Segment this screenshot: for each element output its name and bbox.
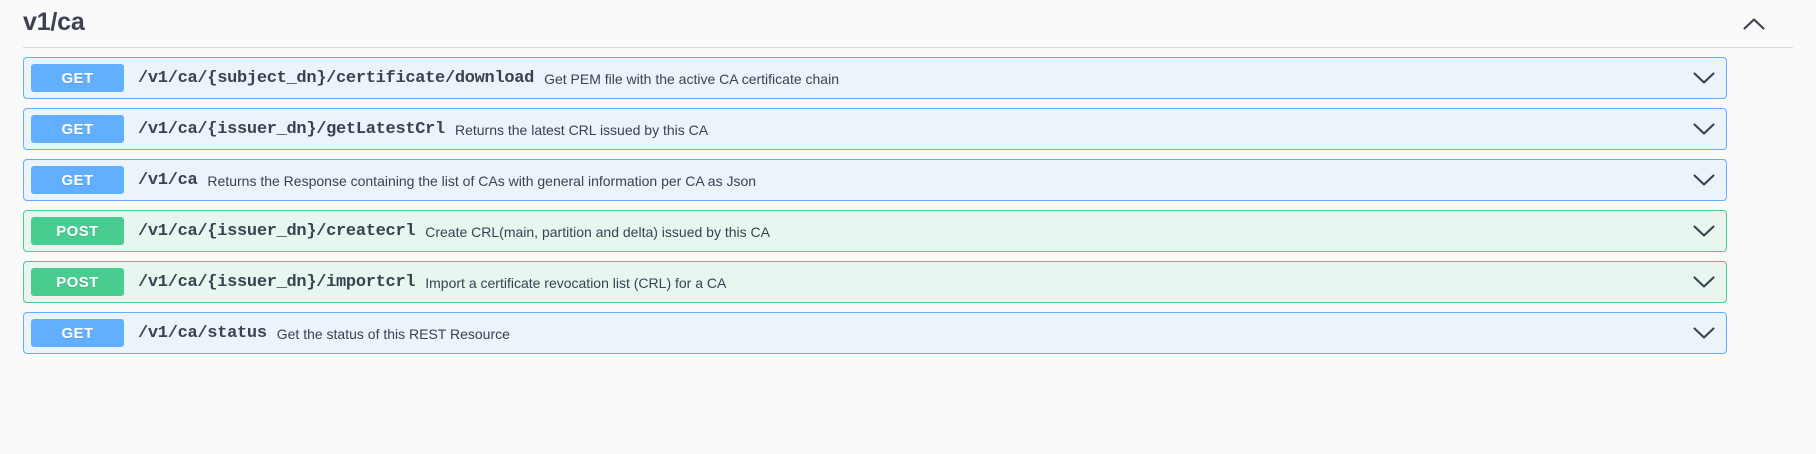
operation-row-get-5[interactable]: GET /v1/ca/status Get the status of this…	[23, 312, 1727, 354]
chevron-down-icon[interactable]	[1692, 66, 1716, 90]
operation-path: /v1/ca/status	[138, 323, 267, 343]
http-method-badge: GET	[31, 319, 124, 347]
chevron-down-icon[interactable]	[1692, 168, 1716, 192]
http-method-badge: GET	[31, 166, 124, 194]
operation-path: /v1/ca/{subject_dn}/certificate/download	[138, 68, 535, 88]
operation-summary: Create CRL(main, partition and delta) is…	[425, 224, 770, 240]
http-method-badge: GET	[31, 115, 124, 143]
operation-path: /v1/ca/{issuer_dn}/getLatestCrl	[138, 119, 445, 139]
chevron-down-icon[interactable]	[1692, 321, 1716, 345]
chevron-up-icon[interactable]	[1741, 11, 1767, 37]
operation-summary: Returns the latest CRL issued by this CA	[454, 122, 709, 138]
operation-row-get-1[interactable]: GET /v1/ca/{issuer_dn}/getLatestCrl Retu…	[23, 108, 1727, 150]
operation-row-get-2[interactable]: GET /v1/ca Returns the Response containi…	[23, 159, 1727, 201]
chevron-down-icon[interactable]	[1692, 270, 1716, 294]
operation-summary: Get the status of this REST Resource	[276, 326, 510, 342]
operation-summary: Returns the Response containing the list…	[207, 173, 757, 189]
operation-path: /v1/ca/{issuer_dn}/importcrl	[138, 272, 416, 292]
operation-row-post-4[interactable]: POST /v1/ca/{issuer_dn}/importcrl Import…	[23, 261, 1727, 303]
operation-path: /v1/ca/{issuer_dn}/createcrl	[138, 221, 416, 241]
operation-summary: Get PEM file with the active CA certific…	[544, 71, 839, 87]
http-method-badge: POST	[31, 217, 124, 245]
http-method-badge: GET	[31, 64, 124, 92]
operation-row-post-3[interactable]: POST /v1/ca/{issuer_dn}/createcrl Create…	[23, 210, 1727, 252]
operations-list: GET /v1/ca/{subject_dn}/certificate/down…	[0, 57, 1816, 354]
tag-header[interactable]: v1/ca	[23, 0, 1793, 48]
operation-row-get-0[interactable]: GET /v1/ca/{subject_dn}/certificate/down…	[23, 57, 1727, 99]
chevron-down-icon[interactable]	[1692, 219, 1716, 243]
tag-title: v1/ca	[23, 8, 85, 36]
http-method-badge: POST	[31, 268, 124, 296]
operation-path: /v1/ca	[138, 170, 198, 190]
chevron-down-icon[interactable]	[1692, 117, 1716, 141]
operation-summary: Import a certificate revocation list (CR…	[425, 275, 727, 291]
